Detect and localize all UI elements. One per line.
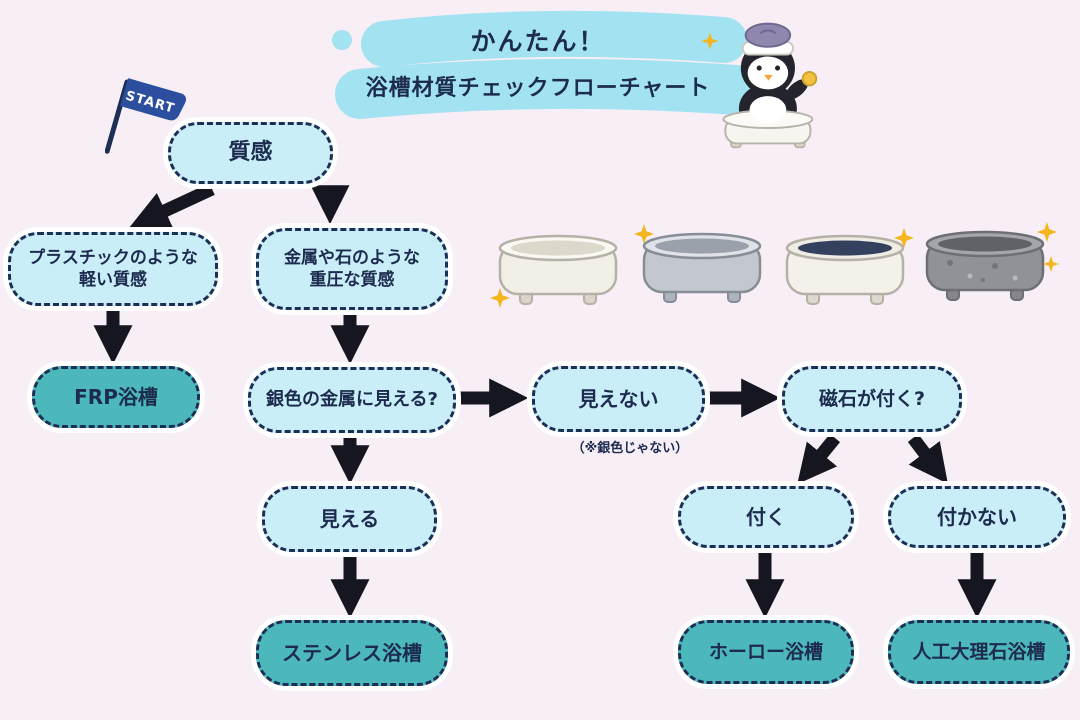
node-artificial-marble-bathtub: 人工大理石浴槽: [888, 620, 1070, 684]
page-title-line2: 浴槽材質チェックフローチャート: [365, 76, 711, 101]
start-flag: START: [105, 78, 187, 154]
node-visible: 見える: [262, 486, 437, 552]
node-texture-label: 質感: [228, 139, 273, 165]
node-no-stick-label: 付かない: [937, 505, 1017, 529]
bathtub-stone-icon: [925, 222, 1059, 301]
node-silver-question: 銀色の金属に見える?: [248, 367, 456, 433]
bathtub-white-icon: [490, 234, 618, 308]
arrow-texture-to-light: [129, 183, 215, 229]
bathtub-navy-rim-icon: [785, 228, 914, 305]
node-not-visible: 見えない: [532, 366, 705, 432]
node-texture: 質感: [168, 122, 333, 184]
node-silver-question-label: 銀色の金属に見える?: [266, 389, 438, 411]
node-heavy-texture-label: 金属や石のような 重圧な質感: [284, 247, 420, 290]
node-not-visible-label: 見えない: [578, 387, 659, 411]
node-artificial-marble-bathtub-label: 人工大理石浴槽: [912, 640, 1046, 663]
page-title: かんたん！ 浴槽材質チェックフローチャート: [318, 22, 758, 102]
note-not-silver: （※銀色じゃない）: [571, 441, 689, 456]
title-banner: [332, 10, 761, 119]
node-frp-bathtub: FRP浴槽: [32, 366, 200, 428]
node-stick-label: 付く: [746, 505, 786, 529]
node-enamel-bathtub-label: ホーロー浴槽: [708, 640, 823, 663]
node-light-texture: プラスチックのような 軽い質感: [8, 232, 218, 306]
penguin-mascot: [701, 22, 818, 149]
node-no-stick: 付かない: [888, 486, 1066, 548]
node-enamel-bathtub: ホーロー浴槽: [678, 620, 854, 684]
node-heavy-texture: 金属や石のような 重圧な質感: [256, 228, 448, 310]
node-stainless-bathtub: ステンレス浴槽: [256, 620, 448, 686]
node-magnet-question-label: 磁石が付く?: [818, 387, 926, 410]
arrow-magnet-to-nostick: [907, 434, 948, 484]
arrow-magnet-to-stick: [797, 433, 841, 485]
bathtub-stainless-icon: [634, 224, 762, 303]
node-visible-label: 見える: [319, 507, 380, 531]
node-light-texture-label: プラスチックのような 軽い質感: [28, 247, 198, 290]
node-stainless-bathtub-label: ステンレス浴槽: [282, 641, 422, 665]
page-title-line1: かんたん！: [470, 27, 606, 56]
node-frp-bathtub-label: FRP浴槽: [74, 385, 158, 409]
node-magnet-question: 磁石が付く?: [782, 366, 962, 432]
node-stick: 付く: [678, 486, 854, 548]
